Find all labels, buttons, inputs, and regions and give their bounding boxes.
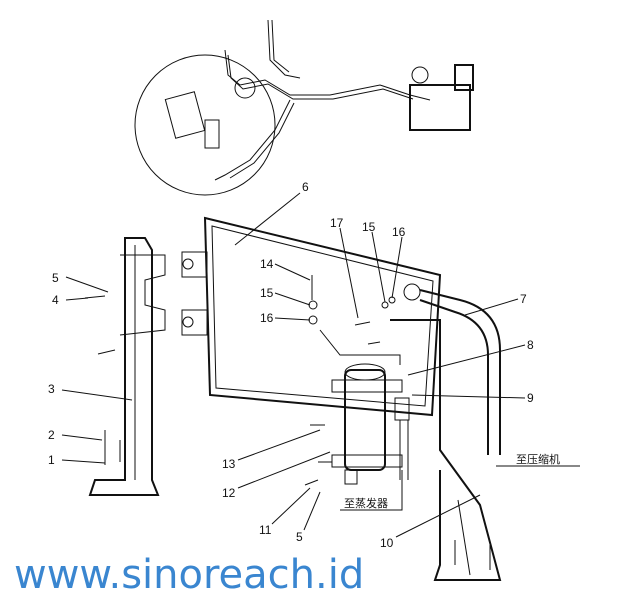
receiver-drier [319,329,410,485]
callout-17: 17 [330,216,344,230]
routing-overview [134,19,474,196]
callout-15: 15 [362,220,376,234]
callout-15: 15 [260,286,274,300]
callout-1: 1 [48,453,55,467]
compressor [409,84,471,131]
callout-13: 13 [222,457,236,471]
callout-7: 7 [520,292,527,306]
callout-10: 10 [380,536,394,550]
callout-4: 4 [52,293,59,307]
hose [403,283,501,455]
callout-16: 16 [260,311,274,325]
right-bracket [390,319,502,581]
callout-5: 5 [52,271,59,285]
to-compressor-label: 至压缩机 [516,452,560,466]
callout-2: 2 [48,428,55,442]
leader-lines [61,192,580,538]
callout-14: 14 [260,257,274,271]
condenser [203,216,442,417]
callout-11: 11 [259,523,272,537]
callout-12: 12 [222,486,236,500]
callout-6: 6 [302,180,309,194]
callout-9: 9 [527,391,534,405]
callout-16: 16 [392,225,406,239]
left-bracket [84,237,208,496]
callout-5: 5 [296,530,303,544]
callout-3: 3 [48,382,55,396]
detail-inset-circle [134,54,276,196]
to-evaporator-label: 至蒸发器 [344,496,388,510]
callout-8: 8 [527,338,534,352]
watermark: www.sinoreach.id [14,552,364,598]
